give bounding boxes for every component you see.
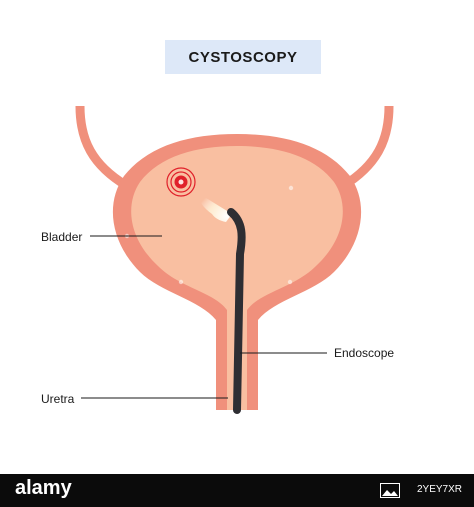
bladder-label: Bladder	[41, 230, 83, 244]
bladder-diagram	[75, 105, 394, 414]
diagram-title: CYSTOSCOPY	[188, 48, 298, 66]
watermark-footer: alamy 2YEY7XR	[0, 474, 474, 507]
title-box: CYSTOSCOPY	[165, 40, 321, 74]
uretra-label: Uretra	[41, 392, 75, 406]
endoscope	[227, 208, 246, 414]
image-icon	[380, 483, 400, 498]
lesion-icon	[166, 167, 196, 197]
light-beam	[198, 193, 232, 222]
endoscope-label: Endoscope	[334, 346, 395, 360]
image-id: 2YEY7XR	[416, 484, 462, 495]
left-ureter	[75, 105, 130, 190]
alamy-logo: alamy	[15, 477, 72, 499]
right-ureter	[340, 105, 394, 190]
